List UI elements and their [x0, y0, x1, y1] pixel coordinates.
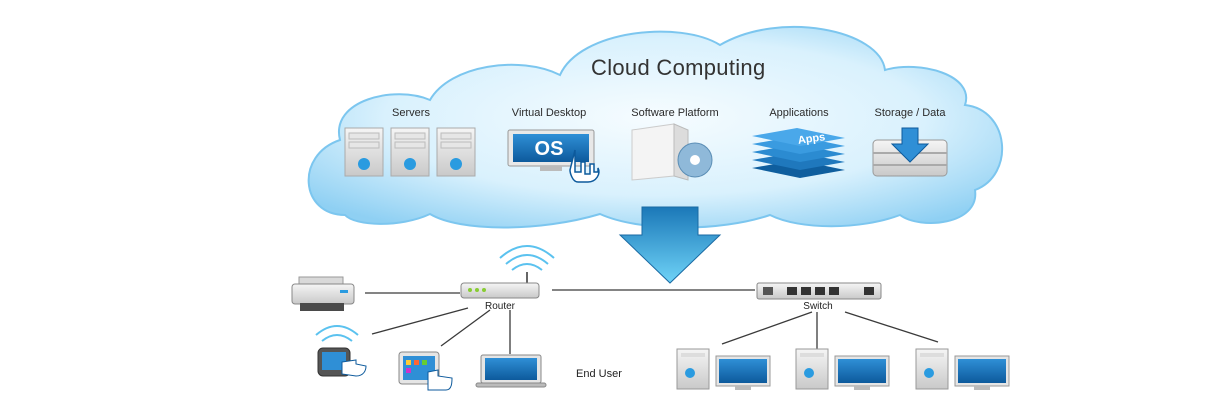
laptop-icon — [476, 355, 546, 387]
workstation-icon — [796, 349, 889, 390]
software-platform-label: Software Platform — [631, 107, 718, 119]
applications-label: Applications — [769, 107, 828, 119]
diagram-title: Cloud Computing — [591, 55, 765, 81]
network-links — [365, 290, 938, 354]
router-label: Router — [485, 301, 515, 312]
virtual-desktop-label: Virtual Desktop — [512, 107, 586, 119]
printer-icon — [292, 277, 354, 311]
server-rack-icon — [345, 128, 475, 176]
os-screen-text: OS — [535, 138, 564, 160]
workstation-icon — [677, 349, 770, 390]
tablet-icon — [399, 352, 452, 390]
router-icon — [461, 246, 554, 298]
servers-label: Servers — [392, 107, 430, 119]
smartphone-icon — [316, 326, 366, 376]
switch-icon — [757, 283, 881, 299]
workstation-icon — [916, 349, 1009, 390]
end-user-label: End User — [576, 368, 622, 380]
storage-data-label: Storage / Data — [875, 107, 946, 119]
switch-label: Switch — [803, 301, 832, 312]
